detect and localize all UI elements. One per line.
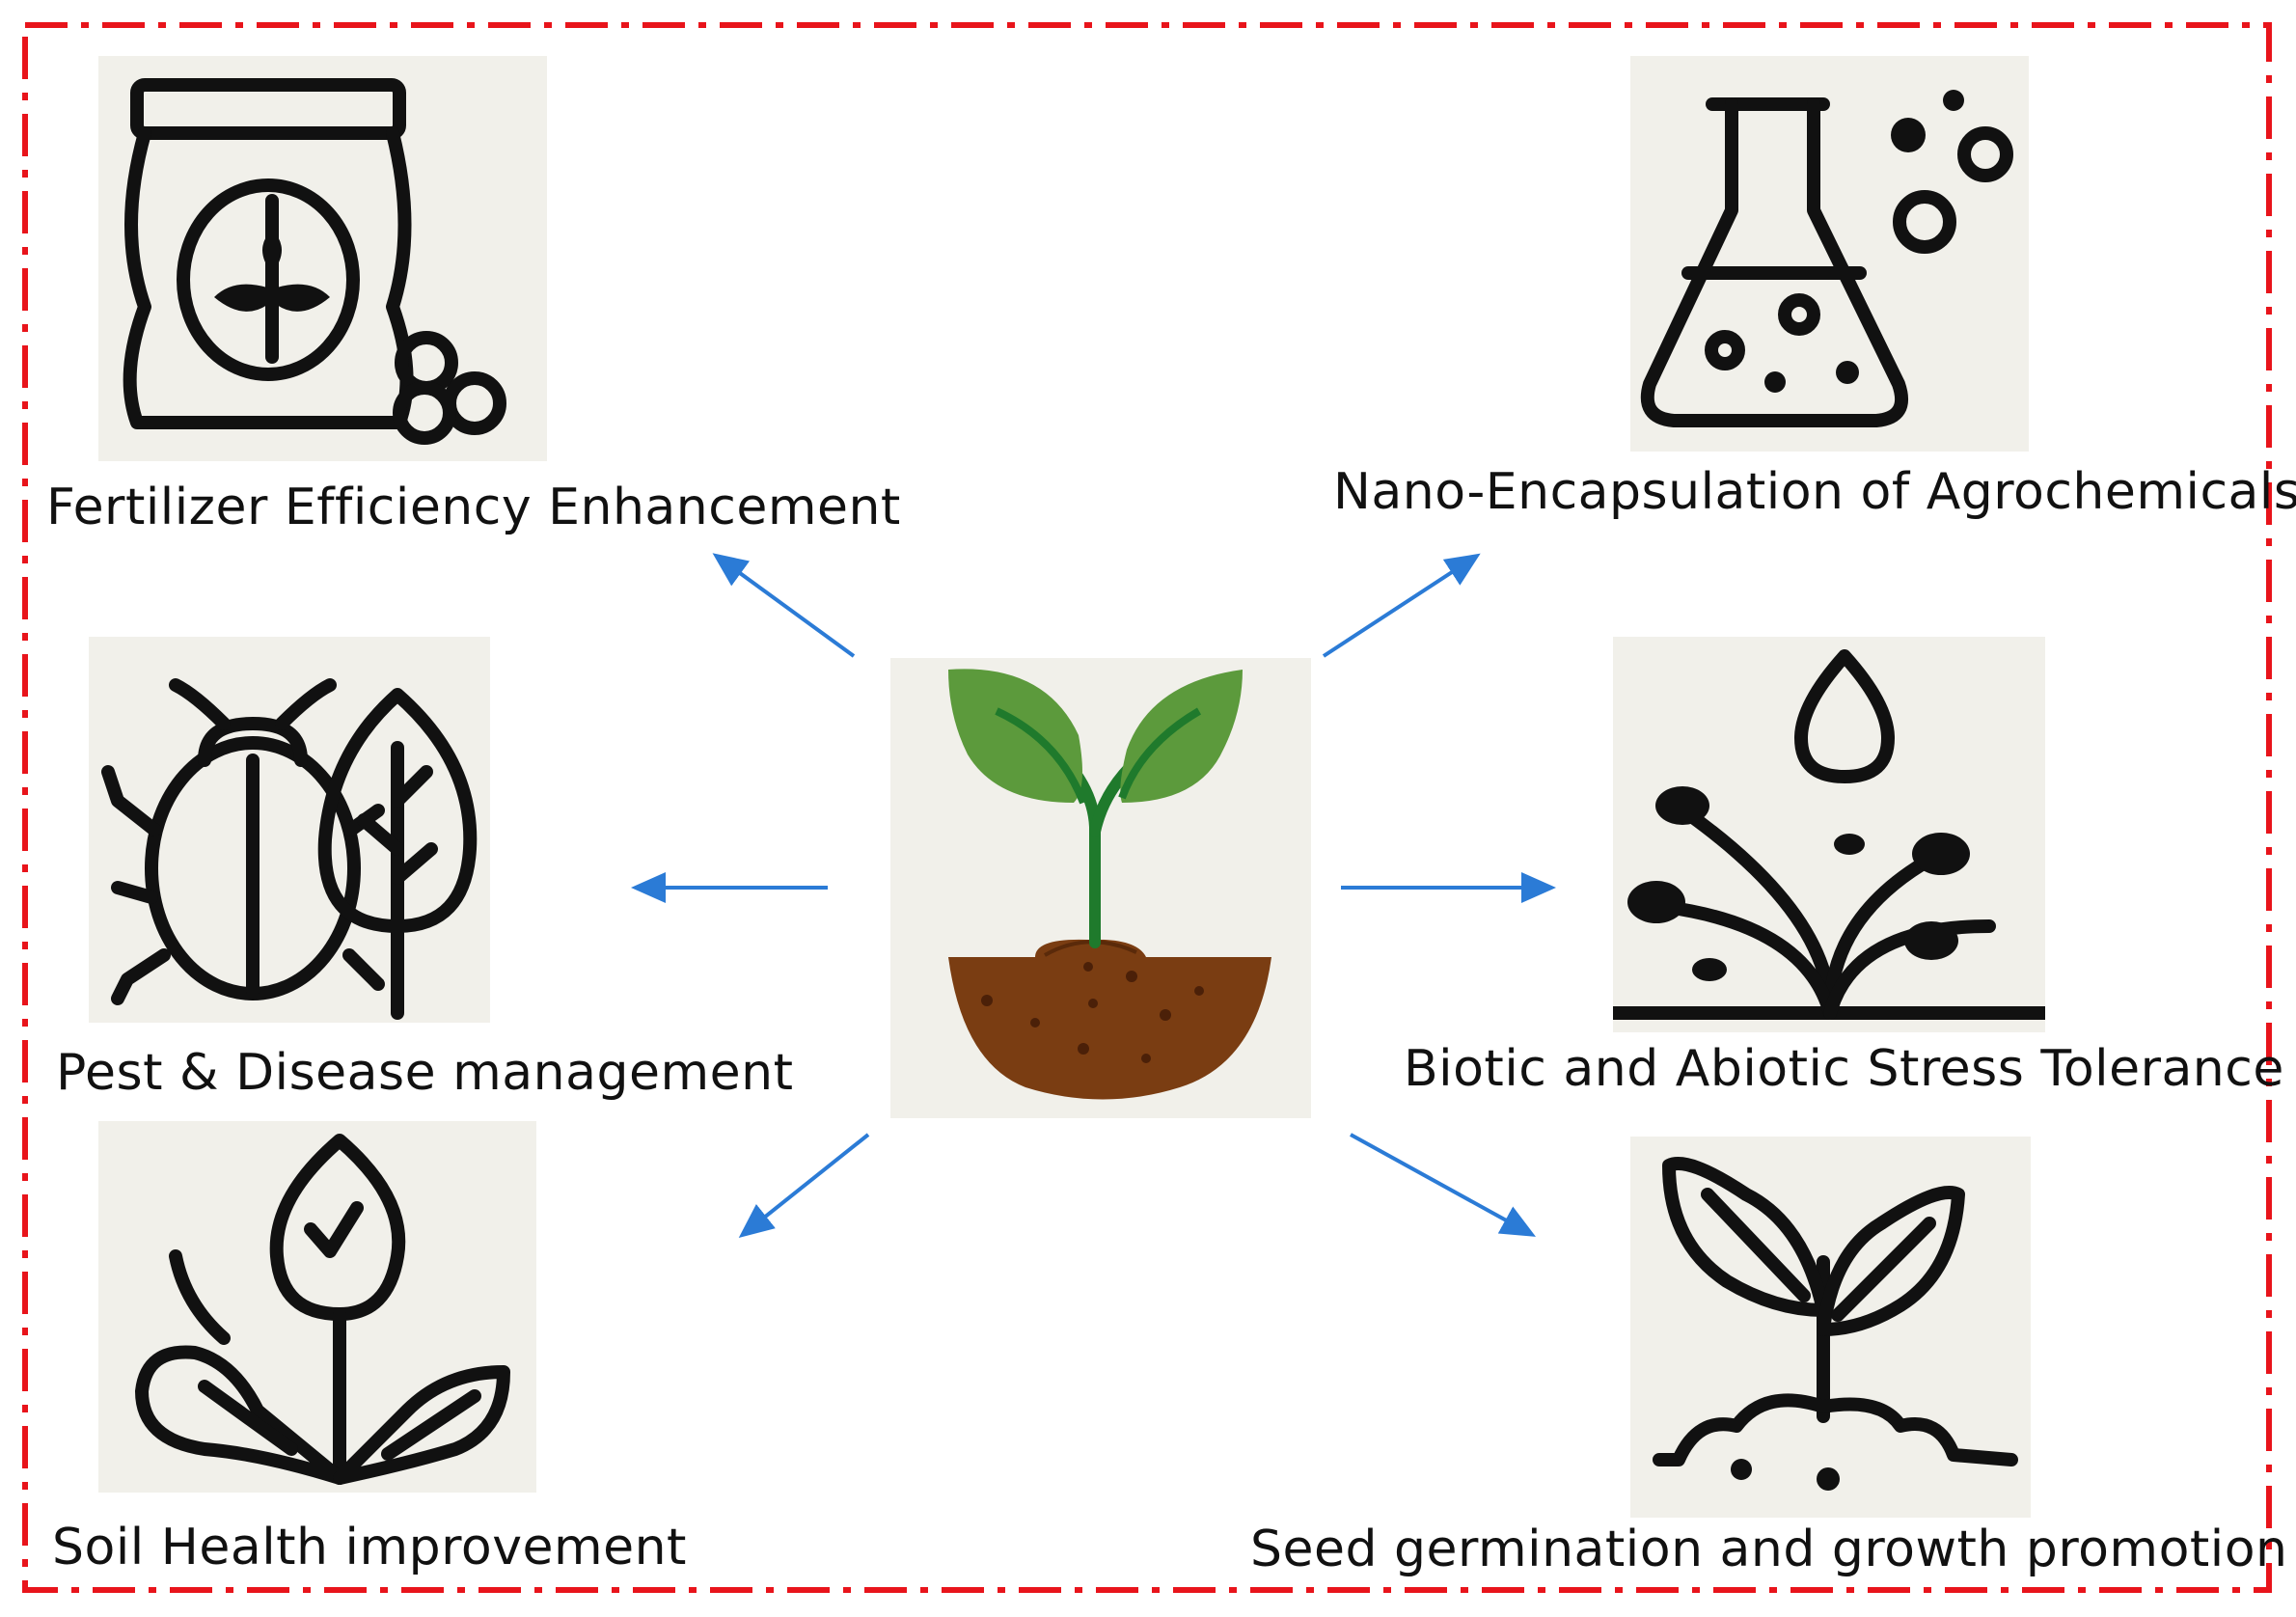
arrow-to-fertilizer [712,553,856,658]
bug-and-leaf-icon [89,637,490,1023]
sprout-icon [1630,1137,2031,1518]
seed-germination-label: Seed germination and growth promotion [1250,1521,2288,1578]
nano-encapsulation-label: Nano-Encapsulation of Agrochemicals [1333,463,2296,521]
fertilizer-bag-icon [98,56,547,461]
flask-icon [1630,56,2029,452]
stress-tolerance-label: Biotic and Abiotic Stress Tolerance [1404,1040,2284,1098]
arrow-to-nano [1322,553,1481,658]
soil-health-label: Soil Health improvement [52,1519,687,1576]
fertilizer-label: Fertilizer Efficiency Enhancement [46,479,901,536]
pest-disease-label: Pest & Disease management [56,1044,794,1102]
seedling-in-soil-icon [890,658,1311,1118]
arrow-to-seed [1350,1133,1537,1237]
arrow-to-soil [738,1133,870,1238]
healthy-plant-icon [98,1121,536,1493]
water-drop-plant-icon [1613,637,2045,1032]
